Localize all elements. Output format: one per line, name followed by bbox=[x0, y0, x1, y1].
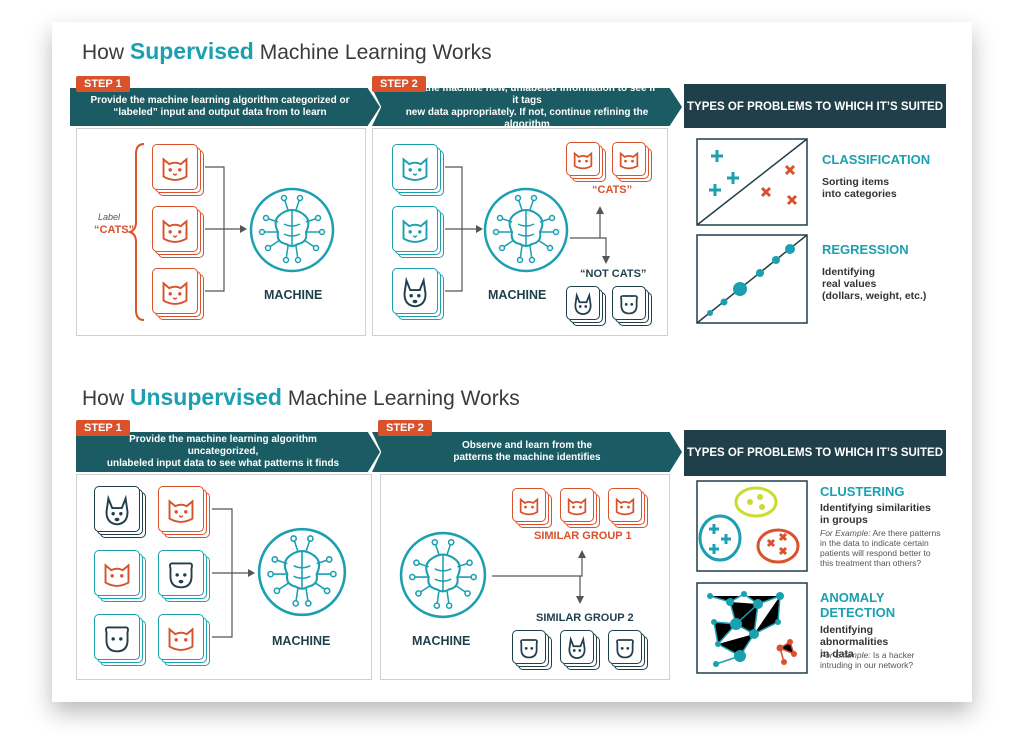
dog-icon bbox=[403, 276, 427, 308]
dog-icon bbox=[574, 292, 592, 316]
unsupervised-step1-banner: Provide the machine learning algorithm u… bbox=[76, 432, 380, 472]
dog-tile bbox=[158, 550, 204, 596]
brain-circuit-icon bbox=[399, 531, 487, 619]
cat-tile bbox=[392, 144, 438, 190]
unsupervised-step1-tag: STEP 1 bbox=[76, 420, 130, 436]
dog-icon bbox=[568, 636, 586, 660]
dog-tile bbox=[512, 630, 546, 664]
dog-icon bbox=[620, 295, 638, 315]
unsupervised-step2-machine-label: MACHINE bbox=[412, 634, 471, 648]
cat-tile bbox=[392, 206, 438, 252]
cat-icon bbox=[519, 497, 539, 516]
unsupervised-step2-tag: STEP 2 bbox=[378, 420, 432, 436]
cat-tile bbox=[152, 268, 198, 314]
cat-icon bbox=[162, 219, 188, 243]
unsupervised-step1-machine-label: MACHINE bbox=[272, 634, 331, 648]
cat-icon bbox=[168, 499, 194, 523]
cat-tile bbox=[612, 142, 646, 176]
cat-tile bbox=[94, 550, 140, 596]
clustering-title: CLUSTERING bbox=[820, 484, 905, 499]
cat-tile bbox=[512, 488, 546, 522]
similar-group-2-label: SIMILAR GROUP 2 bbox=[536, 612, 634, 624]
similar-group-1-label: SIMILAR GROUP 1 bbox=[534, 530, 632, 542]
cat-tile bbox=[566, 142, 600, 176]
brain-circuit-icon bbox=[483, 187, 569, 273]
label-brace bbox=[128, 143, 145, 321]
regression-chart bbox=[696, 234, 808, 324]
clustering-chart bbox=[696, 480, 808, 572]
dog-icon bbox=[616, 639, 634, 659]
dog-icon bbox=[105, 494, 129, 526]
cat-icon bbox=[162, 157, 188, 181]
not-cats-output-label: “NOT CATS” bbox=[580, 268, 647, 280]
dog-tile bbox=[94, 486, 140, 532]
cat-tile bbox=[560, 488, 594, 522]
cat-icon bbox=[567, 497, 587, 516]
cat-tile bbox=[158, 486, 204, 532]
plus-icon bbox=[709, 150, 739, 196]
dog-tile bbox=[566, 286, 600, 320]
supervised-step1-machine-label: MACHINE bbox=[264, 288, 323, 302]
cat-tile bbox=[152, 144, 198, 190]
cat-icon bbox=[402, 219, 428, 243]
classification-chart bbox=[696, 138, 808, 226]
dog-icon bbox=[169, 562, 193, 589]
dog-tile bbox=[608, 630, 642, 664]
dog-tile bbox=[560, 630, 594, 664]
cats-output-label: “CATS” bbox=[592, 184, 633, 196]
cat-icon bbox=[619, 151, 639, 170]
cat-tile bbox=[158, 614, 204, 660]
plus-icon bbox=[709, 524, 731, 554]
clustering-example: For Example: Are there patterns in the d… bbox=[820, 528, 941, 568]
dog-tile bbox=[94, 614, 140, 660]
supervised-step1-banner: Provide the machine learning algorithm c… bbox=[70, 88, 380, 126]
cat-tile bbox=[608, 488, 642, 522]
cross-icon bbox=[766, 532, 788, 556]
label-cats: “CATS” bbox=[94, 224, 135, 236]
anomaly-chart bbox=[696, 582, 808, 674]
dog-tile bbox=[392, 268, 438, 314]
cat-icon bbox=[573, 151, 593, 170]
cat-icon bbox=[162, 281, 188, 305]
unsupervised-side-header: TYPES OF PROBLEMS TO WHICH IT’S SUITED bbox=[684, 430, 946, 476]
supervised-step2-tag: STEP 2 bbox=[372, 76, 426, 92]
dog-icon bbox=[520, 639, 538, 659]
cat-icon bbox=[104, 563, 130, 587]
anomaly-example: For Example: Is a hacker intruding in ou… bbox=[820, 650, 915, 670]
regression-title: REGRESSION bbox=[822, 242, 909, 257]
classification-title: CLASSIFICATION bbox=[822, 152, 931, 167]
cross-icon bbox=[760, 164, 798, 206]
dog-tile bbox=[612, 286, 646, 320]
label-caption: Label bbox=[98, 212, 121, 222]
supervised-side-header: TYPES OF PROBLEMS TO WHICH IT’S SUITED bbox=[684, 84, 946, 130]
unsupervised-title: How Unsupervised Machine Learning Works bbox=[82, 384, 520, 410]
supervised-step1-tag: STEP 1 bbox=[76, 76, 130, 92]
cat-icon bbox=[168, 627, 194, 651]
cat-tile bbox=[152, 206, 198, 252]
cat-icon bbox=[615, 497, 635, 516]
supervised-step2-machine-label: MACHINE bbox=[488, 288, 547, 302]
dog-icon bbox=[105, 626, 129, 653]
cat-icon bbox=[402, 157, 428, 181]
supervised-step2-banner: Feed the machine new, unlabeled informat… bbox=[372, 88, 682, 126]
supervised-title: How Supervised Machine Learning Works bbox=[82, 38, 492, 64]
brain-circuit-icon bbox=[257, 527, 347, 617]
brain-circuit-icon bbox=[249, 187, 335, 273]
